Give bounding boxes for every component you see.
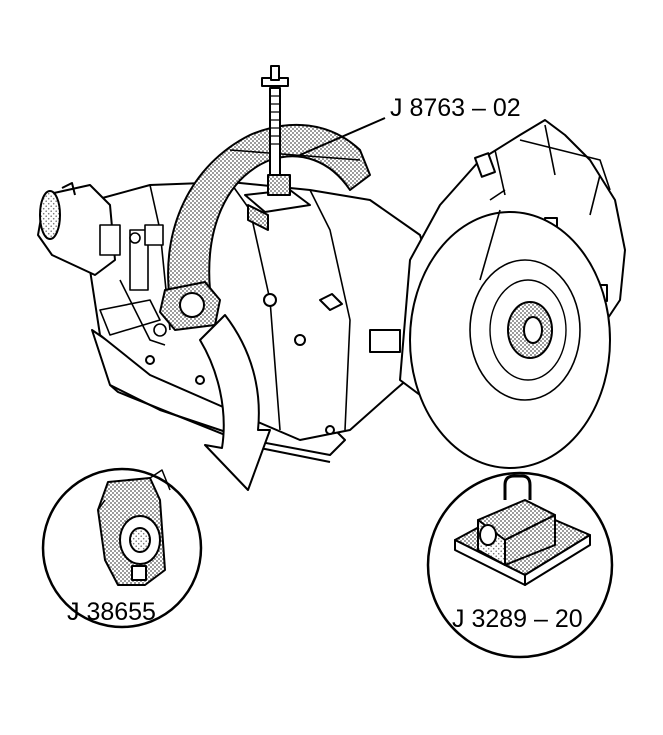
- case-boss: [369, 329, 401, 353]
- main-tool-label: J 8763 – 02: [390, 94, 521, 122]
- detail-arrow: [199, 314, 271, 491]
- holding-fixture-j8763: [159, 65, 371, 331]
- left-inset-label: J 38655: [67, 598, 156, 626]
- main-callout-leader: [299, 117, 386, 156]
- torque-converter: [409, 189, 611, 469]
- right-inset-label: J 3289 – 20: [452, 605, 583, 633]
- inset-right: J 3289 – 20: [426, 471, 614, 659]
- linkage-cluster: [99, 224, 167, 346]
- inset-left: J 38655: [41, 467, 203, 629]
- holding-block-j3289-icon: [454, 474, 591, 586]
- adapter-j38655-icon: [97, 469, 171, 586]
